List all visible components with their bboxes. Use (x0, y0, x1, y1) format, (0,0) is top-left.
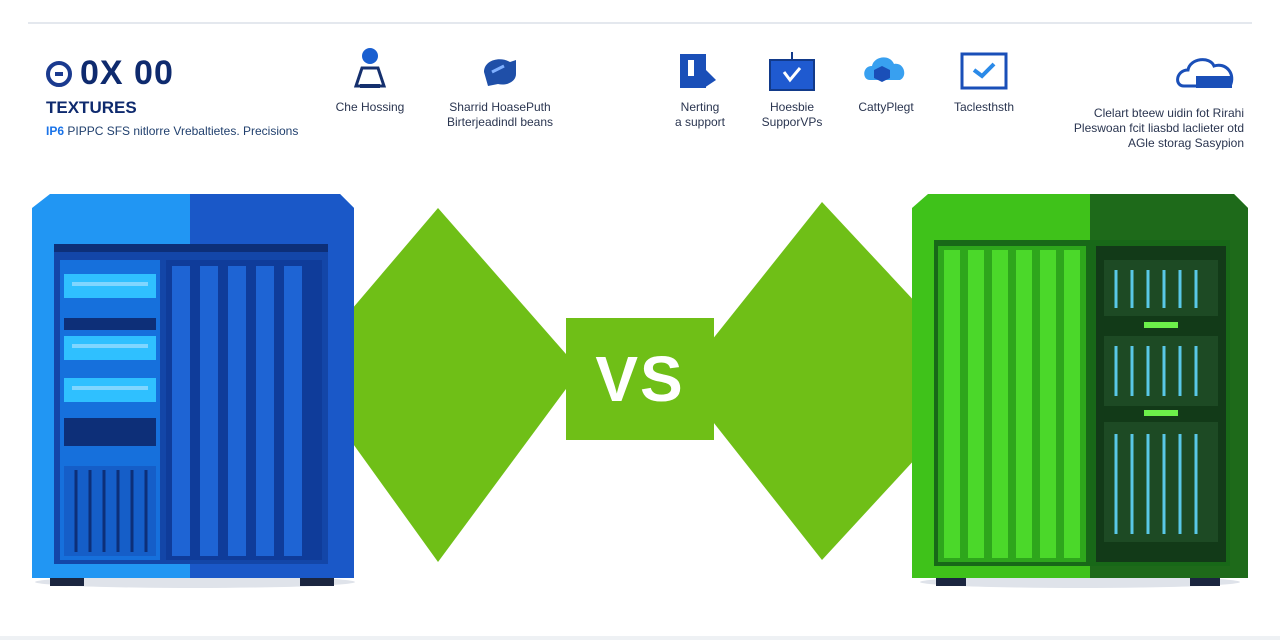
feature-monitor: Taclesthsth (944, 50, 1024, 115)
top-divider (28, 22, 1252, 24)
subtitle: TEXTURES (46, 98, 137, 117)
tagline: IP6 PIPPC SFS nitlorre Vrebaltietes. Pre… (46, 124, 298, 138)
feature-sublabel: Pleswoan fcit liasbd laclieter otd (1073, 121, 1244, 135)
feature-label: Che Hossing (335, 100, 405, 114)
feature-networking: Nerting a support (660, 50, 740, 130)
vps-box-icon (769, 52, 815, 91)
vs-diamonds (300, 202, 988, 562)
feature-sublabel: Birterjeadindl beans (446, 115, 554, 129)
logo-mark-icon (46, 60, 72, 87)
feature-sublabel: a support (674, 115, 726, 129)
cloud-hosting-person-icon (353, 48, 387, 88)
feature-label: CattyPlegt (858, 100, 914, 114)
green-server-rack (912, 194, 1248, 588)
feature-label: Clelart bteew uidin fot Rirahi (1093, 106, 1244, 120)
logo: 0X 00 (46, 54, 174, 93)
shared-hosting-icon (484, 59, 516, 86)
feature-label: Sharrid HoasePuth (449, 100, 551, 114)
networking-document-icon (680, 54, 716, 88)
tagline-accent: IP6 (46, 124, 65, 138)
feature-shared-hosting: Sharrid HoasePuth Birterjeadindl beans (430, 50, 570, 130)
vs-label: VS (566, 318, 714, 440)
feature-cloud-security: CattyPlegt (846, 50, 926, 115)
feature-label: Nerting (680, 100, 720, 114)
monitor-check-icon (960, 52, 1008, 90)
feature-cloud-storage: Clelart bteew uidin fot Rirahi Pleswoan … (1004, 54, 1244, 151)
logo-text: 0X 00 (80, 54, 174, 92)
left-diamond (300, 208, 580, 562)
blue-server-rack (32, 194, 355, 588)
cloud-security-icon (864, 57, 905, 82)
cloud-storage-icon (1176, 58, 1234, 88)
feature-vps: Hoesbie SupporVPs (752, 50, 832, 130)
right-diamond (680, 202, 988, 560)
bottom-divider (0, 636, 1280, 640)
feature-label: Hoesbie (769, 100, 815, 114)
feature-sublabel-2: AGle storag Sasypion (1127, 136, 1244, 150)
feature-sublabel: SupporVPs (761, 115, 823, 129)
tagline-text: PIPPC SFS nitlorre Vrebaltietes. Precisi… (67, 124, 299, 138)
feature-cloud-hosting: Che Hossing (330, 46, 410, 115)
feature-label: Taclesthsth (953, 100, 1015, 114)
